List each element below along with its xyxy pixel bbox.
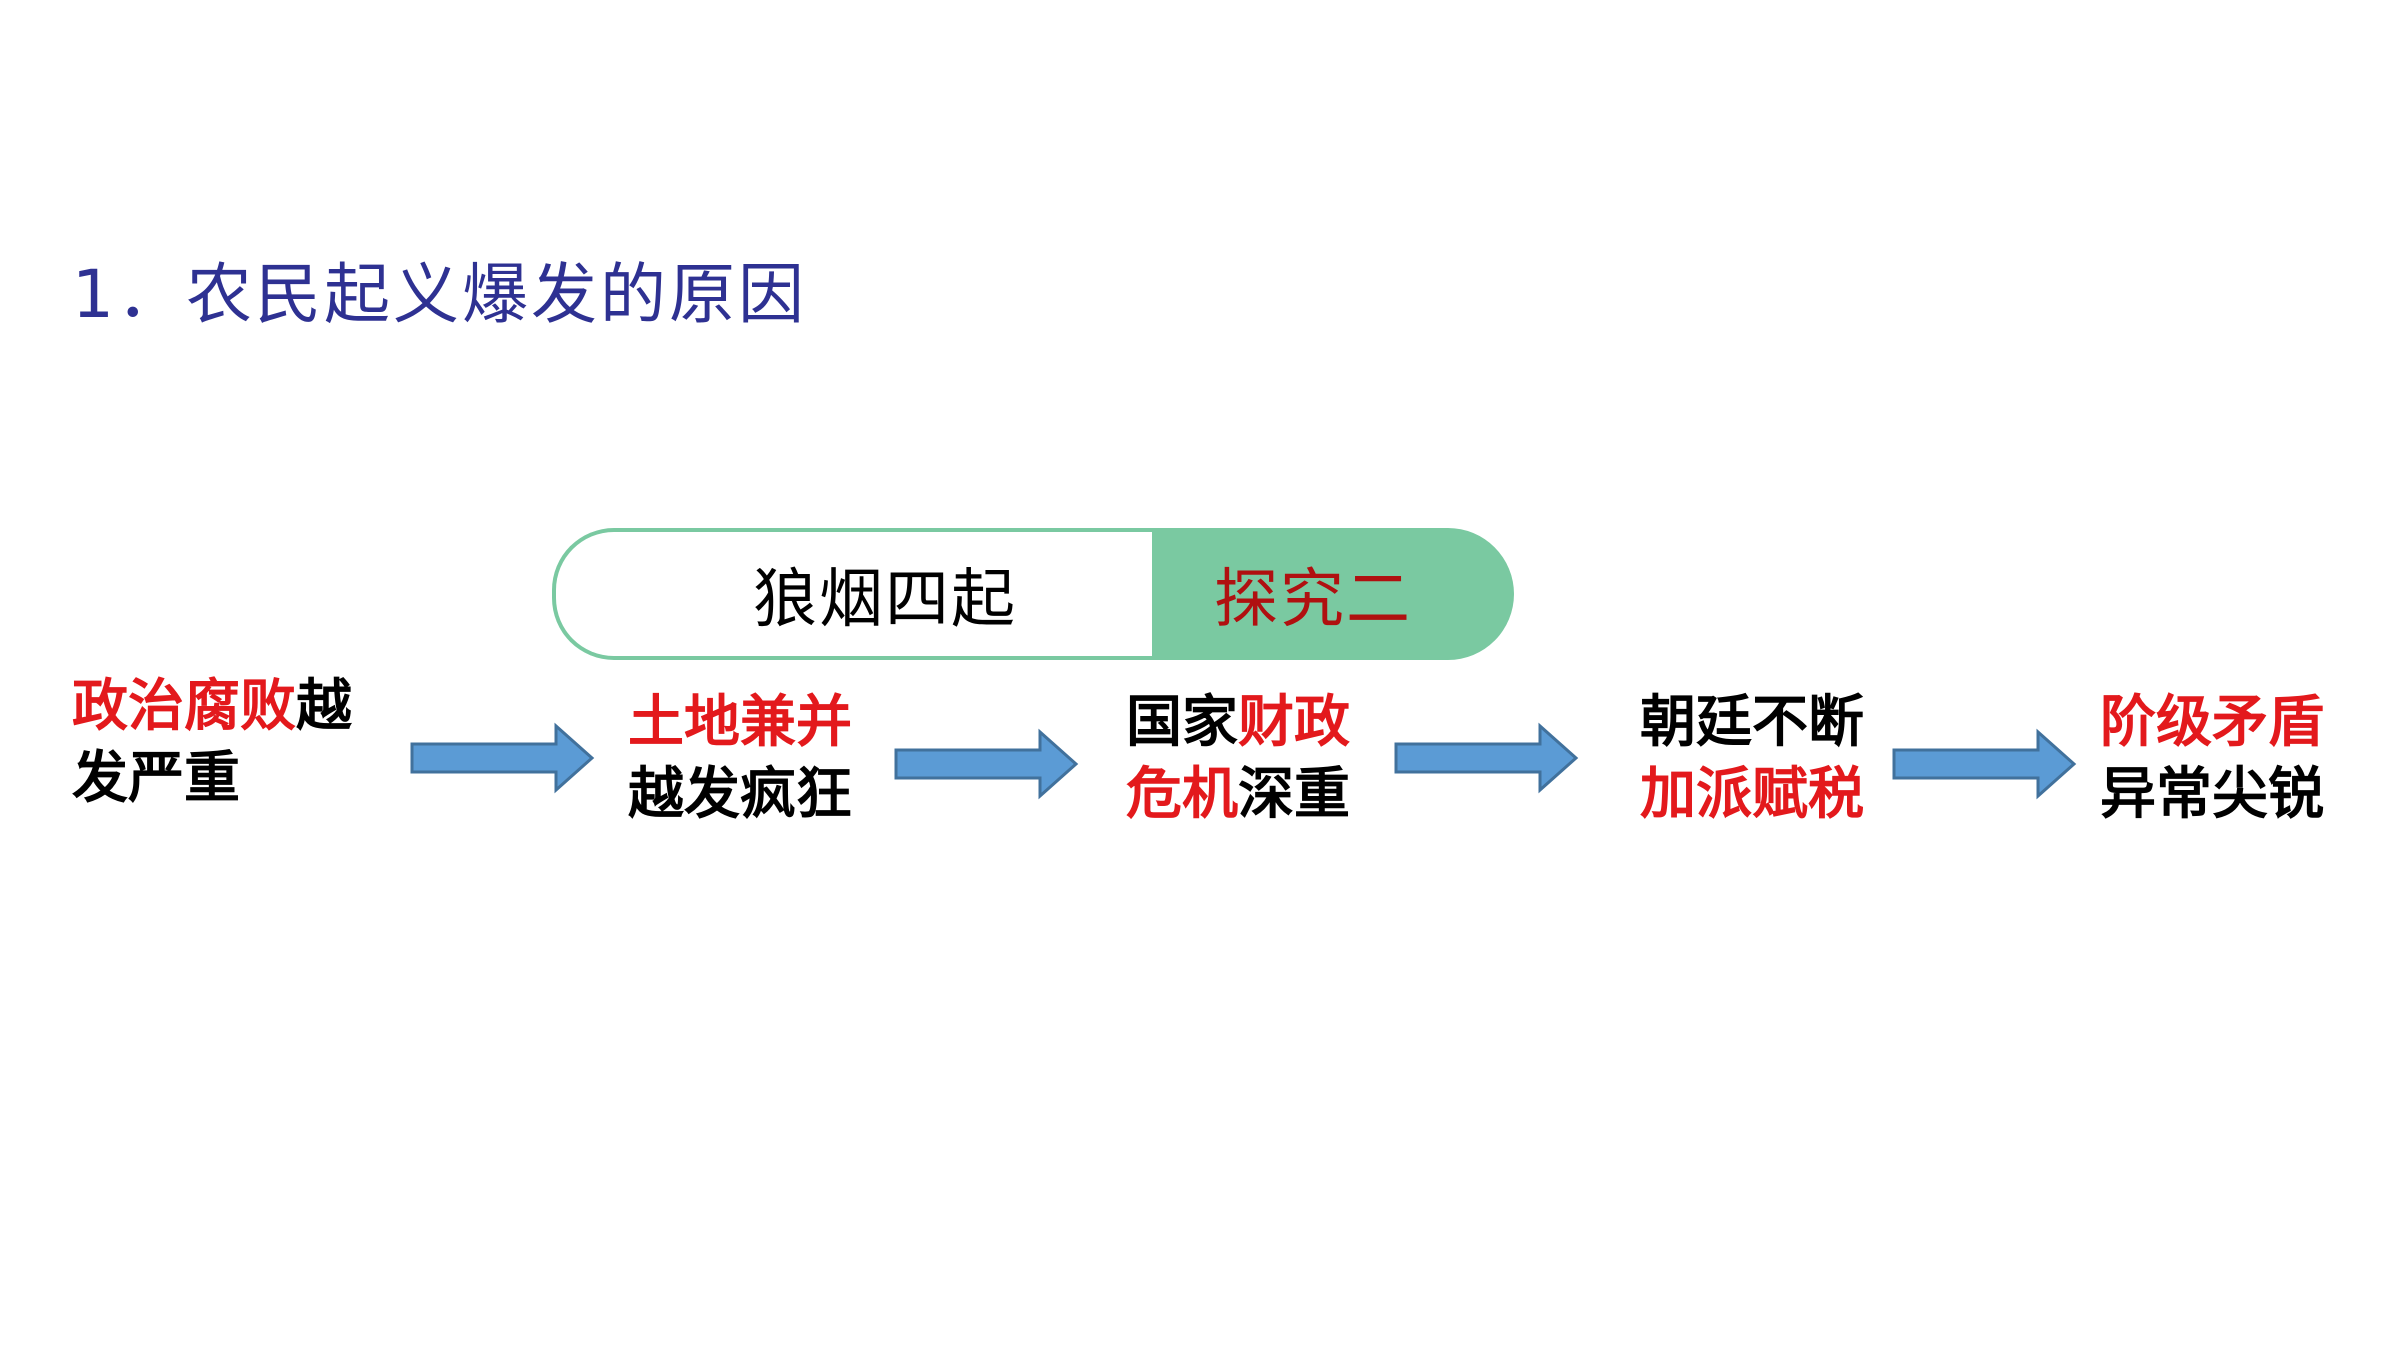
plain-text: 朝廷不断 (1640, 689, 1864, 755)
banner-topic: 狼烟四起 (552, 528, 1154, 660)
flow-step-line: 土地兼并 (628, 686, 852, 758)
plain-text: 深重 (1238, 761, 1350, 827)
highlighted-text: 危机 (1126, 761, 1238, 827)
highlighted-text: 阶级矛盾 (2100, 689, 2324, 755)
highlighted-text: 土地兼并 (628, 689, 852, 755)
right-arrow-icon (1394, 722, 1579, 794)
flow-step-line: 异常尖锐 (2100, 758, 2324, 830)
flow-step: 朝廷不断加派赋税 (1640, 686, 1864, 830)
flow-step-line: 国家财政 (1126, 686, 1350, 758)
banner-section-label: 探究二 (1214, 563, 1412, 637)
plain-text: 发严重 (72, 745, 240, 811)
section-banner: 狼烟四起 探究二 (552, 528, 1514, 660)
highlighted-text: 政治腐败 (72, 673, 296, 739)
flow-step: 国家财政危机深重 (1126, 686, 1350, 830)
flow-step-line: 加派赋税 (1640, 758, 1864, 830)
plain-text: 国家 (1126, 689, 1238, 755)
plain-text: 异常尖锐 (2100, 761, 2324, 827)
highlighted-text: 财政 (1238, 689, 1350, 755)
plain-text: 越 (296, 673, 352, 739)
banner-section-tag: 探究二 (1152, 528, 1514, 660)
page-title: 1．农民起义爆发的原因 (72, 256, 807, 333)
flow-step: 土地兼并越发疯狂 (628, 686, 852, 830)
flow-step: 政治腐败越发严重 (72, 670, 352, 814)
flow-step-line: 朝廷不断 (1640, 686, 1864, 758)
right-arrow-icon (410, 722, 595, 794)
banner-topic-label: 狼烟四起 (753, 563, 1017, 637)
flow-step-line: 政治腐败越 (72, 670, 352, 742)
flow-step: 阶级矛盾异常尖锐 (2100, 686, 2324, 830)
plain-text: 越发疯狂 (628, 761, 852, 827)
right-arrow-icon (1892, 728, 2077, 800)
right-arrow-icon (894, 728, 1079, 800)
flow-step-line: 危机深重 (1126, 758, 1350, 830)
flow-step-line: 发严重 (72, 742, 352, 814)
flow-step-line: 越发疯狂 (628, 758, 852, 830)
highlighted-text: 加派赋税 (1640, 761, 1864, 827)
flow-step-line: 阶级矛盾 (2100, 686, 2324, 758)
